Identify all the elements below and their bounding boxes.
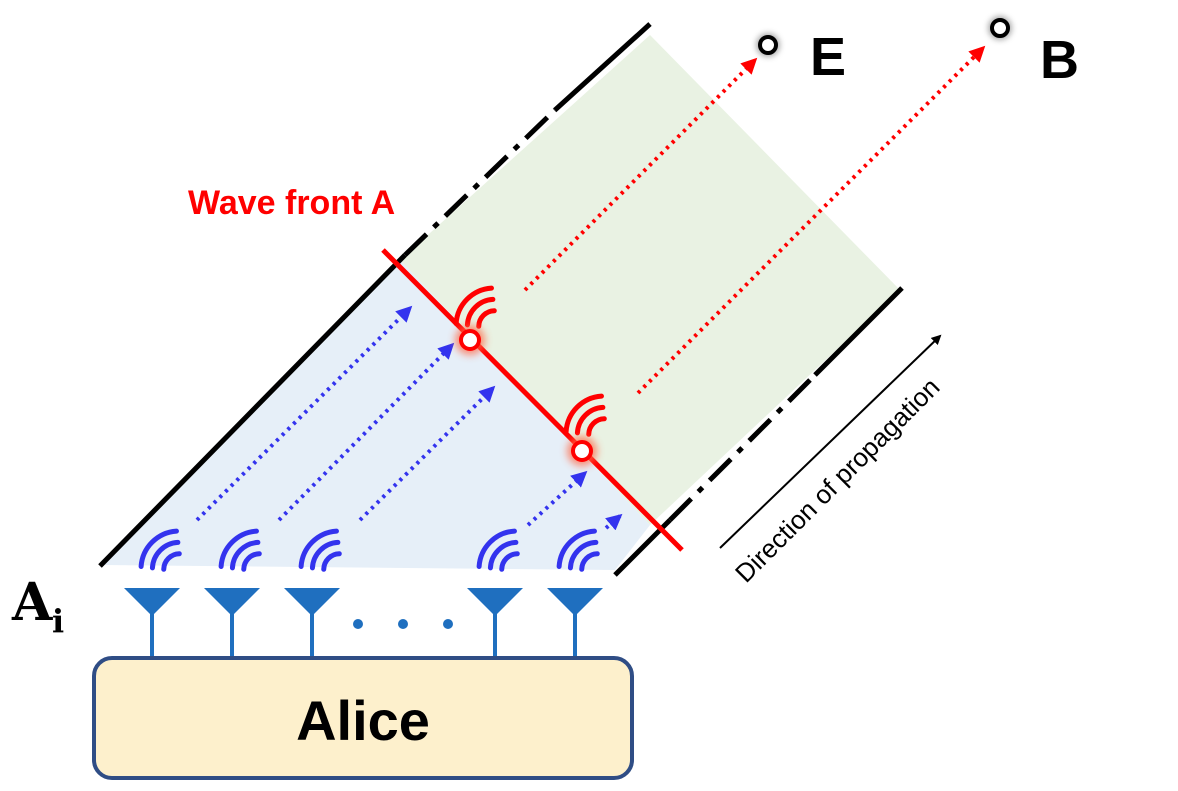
alice-label: Alice bbox=[296, 689, 430, 752]
triangle-antenna-icon bbox=[204, 588, 260, 660]
blue-beam-arrow bbox=[526, 470, 588, 527]
radio-wave-icon bbox=[218, 528, 262, 572]
left-beam-boundary bbox=[98, 22, 652, 568]
antenna-index-label: Ai bbox=[11, 572, 64, 640]
triangle-antenna-icon bbox=[124, 588, 180, 660]
blue-beam-arrow bbox=[195, 305, 413, 522]
antenna-array bbox=[124, 588, 603, 660]
blue-beam-arrow bbox=[277, 342, 455, 522]
ellipsis-dots bbox=[353, 619, 453, 629]
eve-label: E bbox=[810, 27, 846, 87]
direction-arrow bbox=[719, 334, 942, 549]
antenna-label-sub: i bbox=[52, 602, 64, 640]
wave-front-line bbox=[381, 248, 684, 552]
ring-node-icon bbox=[571, 440, 593, 462]
radio-wave-icon bbox=[563, 393, 607, 437]
ring-node-icon bbox=[990, 18, 1010, 38]
blue-wave-icons bbox=[138, 528, 600, 572]
bob-node bbox=[988, 16, 1012, 40]
ring-node-icon bbox=[459, 329, 481, 351]
radio-wave-icon bbox=[453, 285, 497, 329]
radio-wave-icon bbox=[138, 528, 182, 572]
radio-wave-icon bbox=[556, 528, 600, 572]
wave-front-node-1 bbox=[455, 325, 485, 355]
red-beam-arrows bbox=[523, 45, 986, 395]
blue-beam-arrow bbox=[604, 513, 623, 531]
radio-wave-icon bbox=[476, 528, 520, 572]
blue-beam-arrows bbox=[195, 305, 623, 531]
triangle-antenna-icon bbox=[284, 588, 340, 660]
triangle-antenna-icon bbox=[547, 588, 603, 660]
wave-front-node-2 bbox=[567, 436, 597, 466]
radio-wave-icon bbox=[298, 528, 342, 572]
blue-near-field-region bbox=[103, 260, 650, 570]
green-propagation-region bbox=[400, 35, 900, 525]
ring-node-icon bbox=[758, 35, 778, 55]
red-arrow-to-bob bbox=[636, 45, 986, 395]
red-arrow-to-eve bbox=[523, 57, 758, 292]
red-wave-icons bbox=[453, 285, 607, 437]
bob-label: B bbox=[1040, 30, 1079, 90]
alice-box bbox=[92, 656, 634, 780]
triangle-antenna-icon bbox=[467, 588, 523, 660]
wave-front-label: Wave front A bbox=[188, 184, 395, 222]
eve-node bbox=[756, 33, 780, 57]
antenna-label-main: A bbox=[11, 572, 53, 633]
